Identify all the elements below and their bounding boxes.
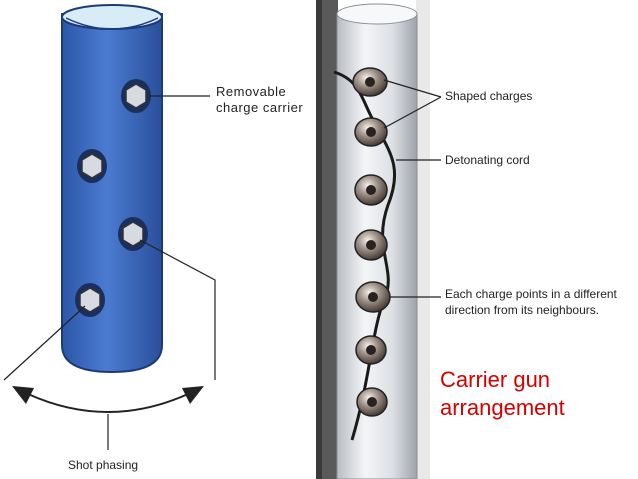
panel-divider	[316, 0, 322, 479]
label-direction-line1: Each charge points in a different	[445, 287, 618, 301]
hex-port-icon	[77, 149, 107, 183]
label-detonating-cord: Detonating cord	[445, 153, 530, 167]
shaped-charge-icon	[355, 281, 391, 313]
phasing-guide-left	[3, 305, 86, 381]
shaped-charge-icon	[354, 174, 388, 206]
caption-line1: Carrier gun	[440, 367, 550, 392]
label-direction-line2: direction from its neighbours.	[445, 303, 599, 317]
leader-shaped-charges	[383, 79, 442, 129]
left-panel: Removable charge carrier Shot phasing	[3, 4, 303, 472]
hex-port-icon	[121, 79, 151, 113]
label-removable-line1: Removable	[216, 84, 286, 99]
photo-right-edge	[416, 0, 430, 479]
phasing-arrow-icon	[12, 386, 204, 450]
caption-line2: arrangement	[440, 395, 565, 420]
shaped-charge-icon	[355, 335, 387, 365]
label-removable-line2: charge carrier	[216, 100, 303, 115]
shaped-charge-icon	[352, 67, 388, 97]
label-shot-phasing: Shot phasing	[68, 458, 138, 472]
hex-port-icon	[118, 217, 148, 251]
shaped-charge-icon	[356, 387, 388, 417]
photo-left-edge	[322, 0, 338, 479]
hex-port-icon	[75, 283, 105, 317]
carrier-tube	[61, 4, 163, 374]
shaped-charge-icon	[354, 229, 388, 261]
phasing-guide-right	[139, 239, 216, 380]
label-shaped-charges: Shaped charges	[445, 89, 532, 103]
shaped-charge-icon	[354, 117, 388, 147]
right-panel: Shaped charges Detonating cord Each char…	[322, 0, 618, 479]
